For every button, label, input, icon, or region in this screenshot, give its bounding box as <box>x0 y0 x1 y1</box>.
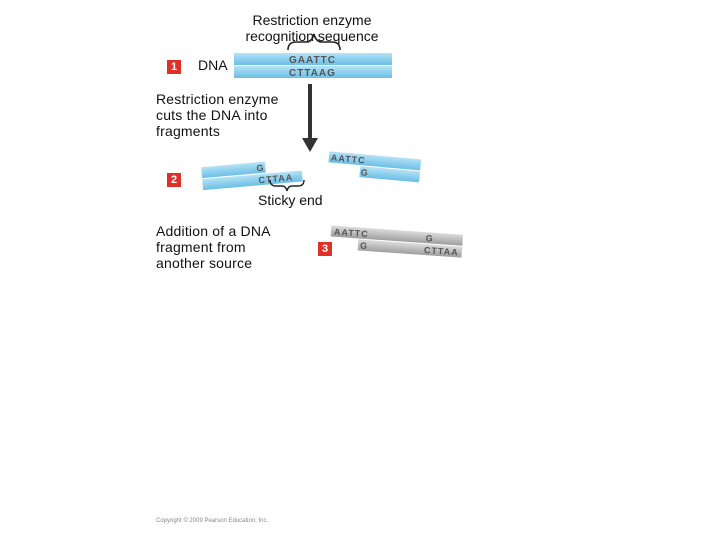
left-fragment-top: G <box>256 163 264 174</box>
right-fragment-bottom: G <box>360 167 368 178</box>
step-2-badge: 2 <box>167 173 181 187</box>
step-3-badge: 3 <box>318 242 332 256</box>
sticky-end-bracket <box>269 179 305 192</box>
foreign-top-right: G <box>425 233 433 243</box>
dna-double-strand: GAATTC CTTAAG <box>234 53 392 79</box>
right-fragment-top: AATTC <box>331 153 367 166</box>
foreign-bottom-left: G <box>360 241 368 251</box>
dna-top-strand <box>234 53 392 65</box>
left-fragment-bottom: CTTAA <box>258 172 294 185</box>
left-fragment: G CTTAA <box>201 161 303 191</box>
foreign-fragment: AATTC G G CTTAA <box>330 225 464 258</box>
sticky-end-label: Sticky end <box>258 192 323 208</box>
step-1-badge: 1 <box>167 60 181 74</box>
foreign-fragment-label: Addition of a DNA fragment from another … <box>156 223 271 271</box>
dna-top-sequence: GAATTC <box>289 55 336 66</box>
recognition-bracket <box>287 33 341 51</box>
down-arrow-icon <box>302 84 318 152</box>
dna-label: DNA <box>198 57 228 73</box>
foreign-top-left: AATTC <box>334 227 369 239</box>
dna-bottom-strand <box>234 66 392 78</box>
right-fragment: AATTC G <box>328 151 422 183</box>
dna-bottom-sequence: CTTAAG <box>289 68 336 79</box>
copyright-notice: Copyright © 2009 Pearson Education, Inc. <box>156 518 269 524</box>
recognition-sequence-label: Restriction enzyme recognition sequence <box>245 12 379 44</box>
cut-description-label: Restriction enzyme cuts the DNA into fra… <box>156 91 279 139</box>
foreign-bottom-right: CTTAA <box>424 245 459 257</box>
